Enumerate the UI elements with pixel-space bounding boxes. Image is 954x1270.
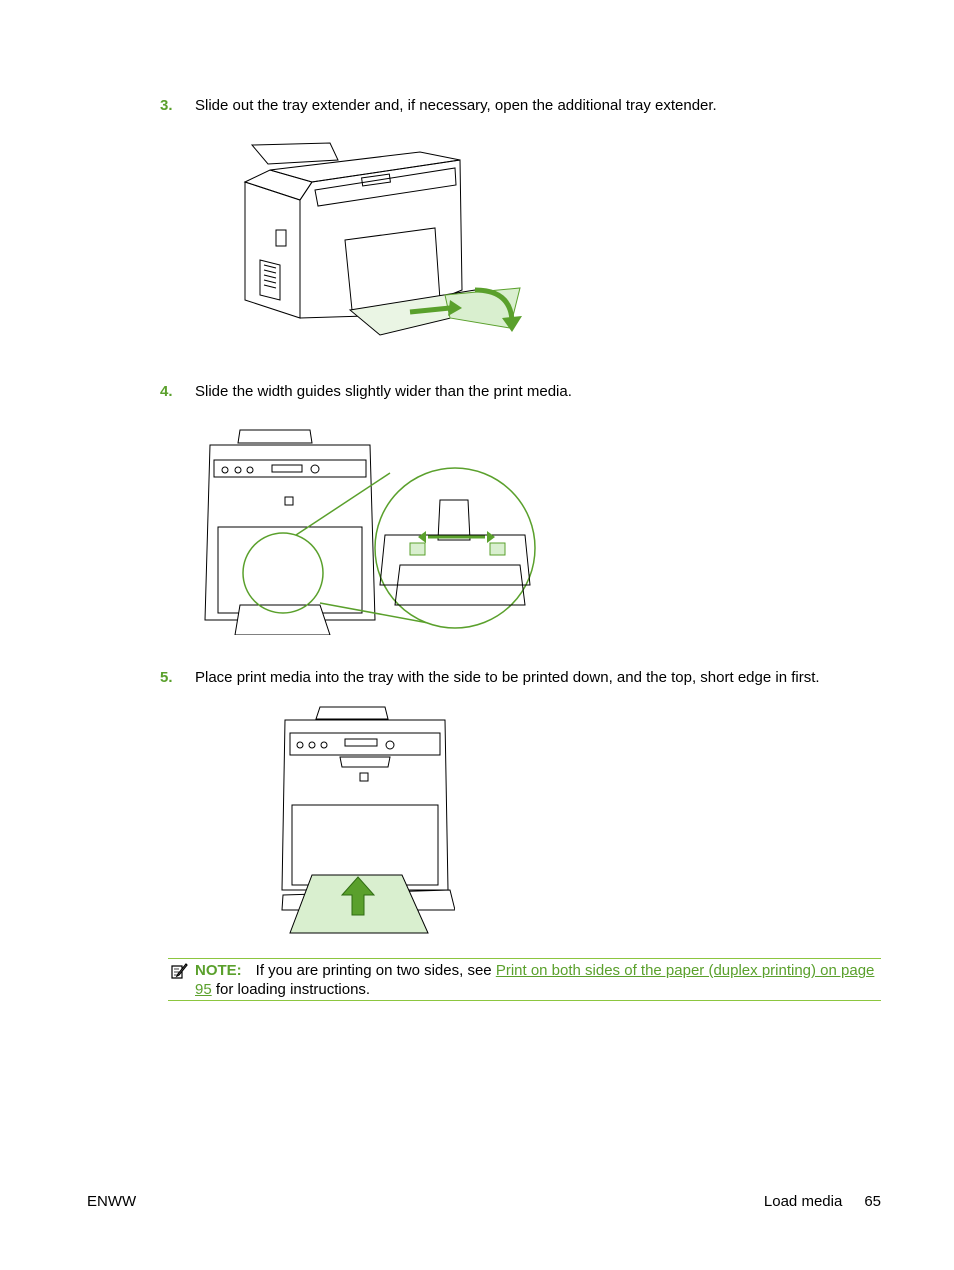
step-text: Slide out the tray extender and, if nece… [195,97,717,114]
note-text-before: If you are printing on two sides, see [255,962,496,979]
step-number: 4. [160,383,173,400]
duplex-printing-link[interactable]: Print on both sides of the paper (duplex… [195,962,875,998]
footer-right: Load media 65 [764,1193,881,1210]
footer-section: Load media [763,1193,843,1210]
note-body: NOTE: If you are printing on two sides, s… [195,961,875,999]
note-label: NOTE: [195,962,242,979]
width-guides-illustration [204,429,536,635]
footer-left: ENWW [87,1193,137,1210]
step-text: Place print media into the tray with the… [195,669,820,686]
step-number: 3. [160,97,173,114]
note-icon [171,963,188,979]
load-media-illustration [281,706,455,934]
printer-tray-extender-illustration [243,142,522,336]
note-box: NOTE: If you are printing on two sides, s… [168,958,881,1001]
step-number: 5. [160,669,173,686]
step-text: Slide the width guides slightly wider th… [195,383,572,400]
page-number: 65 [864,1193,881,1210]
note-text-after: for loading instructions. [211,981,371,998]
